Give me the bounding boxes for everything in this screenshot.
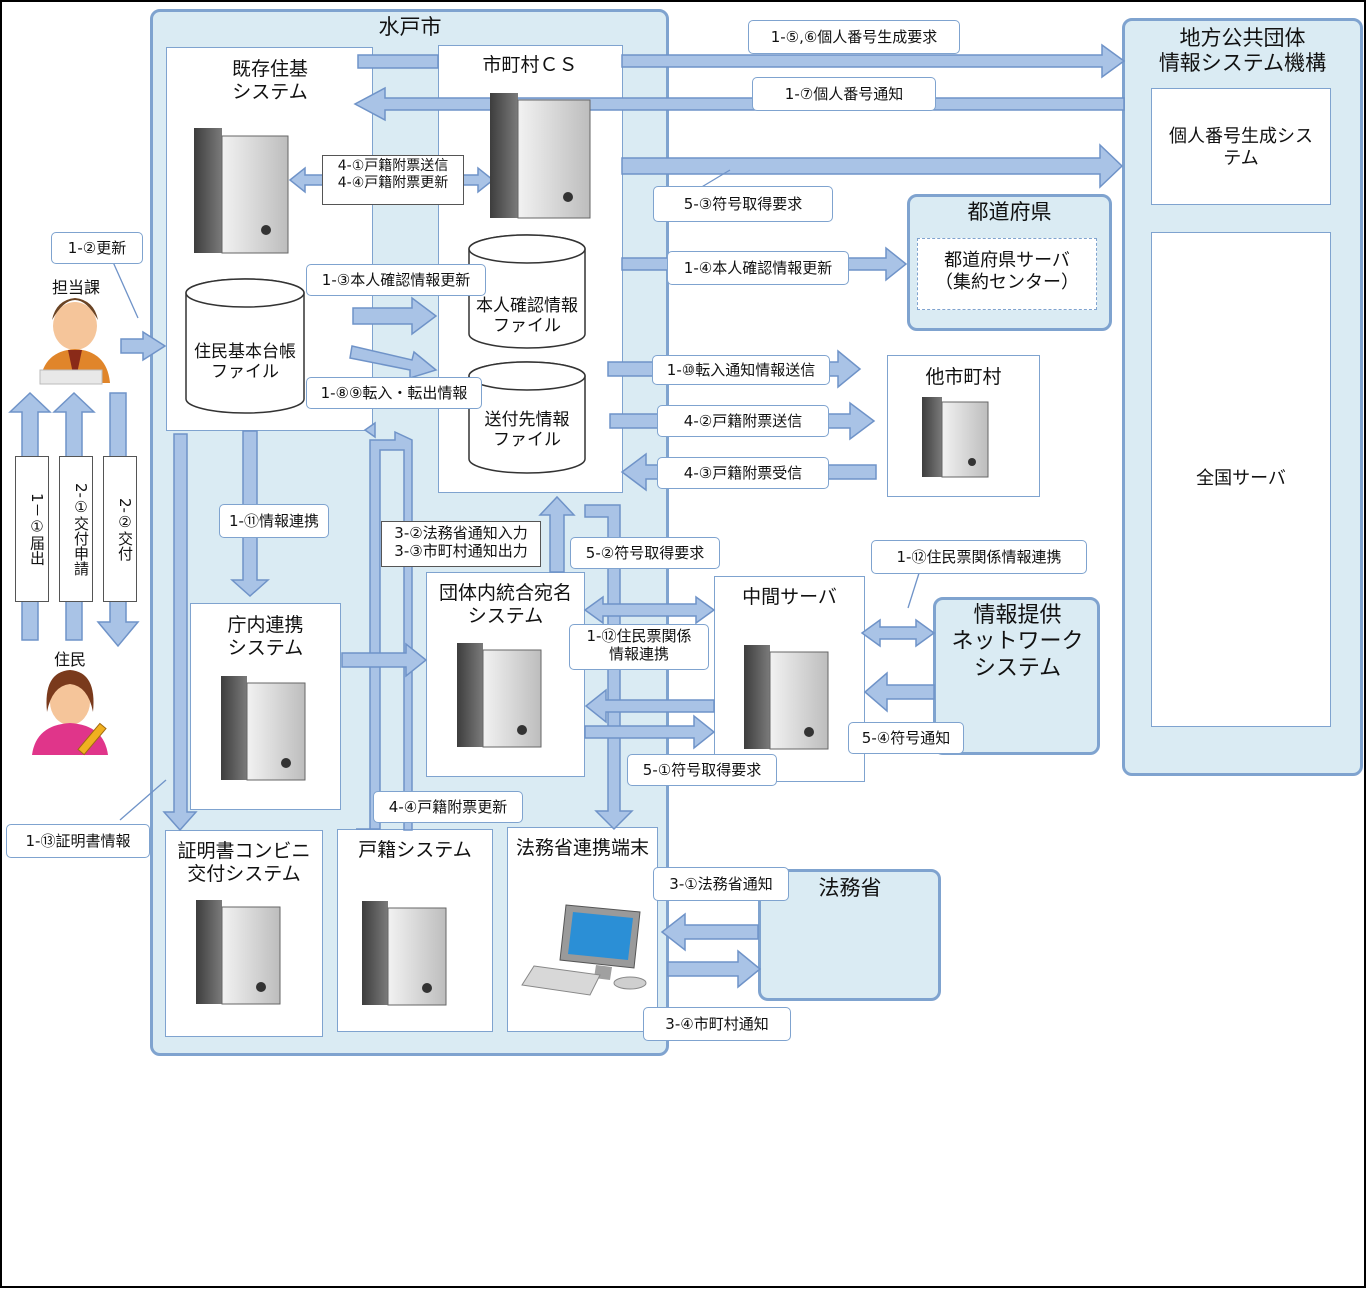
server-icon-cs	[490, 93, 591, 219]
server-icon-atena	[457, 643, 542, 748]
label-f1-12-top: 1-⑫住民票関係情報連携	[871, 540, 1087, 574]
server-icon-jyuki	[194, 128, 289, 254]
label-f1-4: 1-④本人確認情報更新	[667, 251, 849, 285]
pc-icon-moj-terminal	[521, 904, 647, 996]
label-f3-4: 3-④市町村通知	[643, 1007, 791, 1041]
server-icon-koseki	[362, 901, 447, 1006]
koseki-title: 戸籍システム	[358, 839, 472, 861]
server-icon-chukan	[744, 645, 829, 750]
pointer-1-13	[119, 779, 167, 821]
server-icon-other-muni	[922, 397, 989, 478]
chonai-title: 庁内連携 システム	[227, 614, 304, 659]
server-icon-chonai	[221, 676, 306, 781]
arrow-jlis-to-cs	[353, 86, 1125, 122]
box-id-gen	[1151, 88, 1331, 205]
arrow-cs-to-jlis-1	[621, 43, 1126, 79]
atena-title: 団体内統合宛名 システム	[438, 582, 572, 627]
resident-person-icon	[32, 670, 108, 756]
conveni-title: 証明書コンビニ 交付システム	[177, 840, 311, 885]
pointer-5-3	[699, 169, 731, 189]
region-jlis-title: 地方公共団体 情報システム機構	[1158, 26, 1327, 76]
jyuki-title: 既存住基 システム	[231, 58, 308, 103]
id-gen-title: 個人番号生成シス テム	[1169, 126, 1313, 169]
label-f4-3: 4-③戸籍附票受信	[657, 457, 829, 489]
label-f1-12-mid: 1-⑫住民票関係 情報連携	[569, 624, 709, 670]
arrow-jyuki-down-conveni	[162, 433, 198, 832]
box-pref-server	[917, 238, 1097, 310]
resident-label: 住民	[53, 650, 86, 669]
label-f1-7: 1-⑦個人番号通知	[752, 77, 936, 111]
server-icon-conveni	[196, 900, 281, 1005]
label-f1-11: 1-⑪情報連携	[219, 504, 329, 538]
label-f4-4: 4-④戸籍附票更新	[373, 791, 523, 823]
label-f5-2: 5-②符号取得要求	[570, 537, 720, 569]
staff-label: 担当課	[51, 278, 100, 297]
pointer-1-12	[907, 569, 921, 609]
arrow-net-to-chukan	[863, 671, 935, 713]
region-moj-title: 法務省	[818, 876, 882, 900]
label-f4-1-4: 4-①戸籍附票送信 4-④戸籍附票更新	[322, 155, 464, 205]
region-pref-title: 都道府県	[967, 200, 1052, 224]
arrow-chonai-to-atena	[341, 642, 428, 678]
arrow-staff-to-jyuki	[120, 330, 167, 362]
moj-terminal-title: 法務省連携端末	[515, 837, 649, 859]
arrow-jyuki-to-honnin	[352, 296, 438, 336]
label-f1-13: 1-⑬証明書情報	[6, 824, 150, 858]
other-muni-title: 他市町村	[925, 366, 1002, 388]
arrow-koseki-up	[356, 430, 413, 831]
arrow-cs-to-jlis-2	[621, 143, 1124, 189]
arrow-bidir-chukan-net	[860, 618, 936, 648]
netsys-title: 情報提供 ネットワーク システム	[951, 603, 1084, 681]
label-v-2-1: 2-①交付申請	[59, 456, 93, 602]
jyumin-file-label: 住民基本台帳 ファイル	[194, 342, 296, 383]
label-f1-2: 1-②更新	[51, 232, 143, 264]
arrow-chukan-to-atena	[584, 688, 715, 724]
box-national	[1151, 232, 1331, 727]
label-f5-1: 5-①符号取得要求	[627, 754, 777, 786]
cs-title: 市町村ＣＳ	[482, 54, 578, 76]
label-f1-5-6: 1-⑤,⑥個人番号生成要求	[748, 20, 960, 54]
arrow-atena-up	[538, 495, 576, 573]
arrow-terminal-to-moj	[667, 949, 762, 989]
label-v-1-1: 1－①届出	[15, 456, 49, 602]
label-f5-4: 5-④符号通知	[848, 722, 964, 754]
pref-server-title: 都道府県サーバ （集約センター）	[935, 250, 1079, 293]
label-f4-2: 4-②戸籍附票送信	[657, 405, 829, 437]
arrow-moj-to-terminal	[660, 912, 759, 952]
arrow-bidir-atena-chukan	[583, 595, 716, 625]
region-mito-title: 水戸市	[378, 15, 442, 39]
national-title: 全国サーバ	[1196, 468, 1286, 489]
arrow-koseki-to-jyuki	[363, 421, 376, 439]
sofu-file-label: 送付先情報 ファイル	[484, 410, 570, 451]
arrow-atena-to-chukan	[584, 714, 716, 750]
label-f1-10: 1-⑩転入通知情報送信	[652, 355, 830, 385]
arrow-jyuki-to-sofu	[349, 345, 438, 380]
label-f1-3: 1-③本人確認情報更新	[306, 264, 486, 296]
label-f1-8-9: 1-⑧⑨転入・転出情報	[306, 377, 482, 409]
label-f5-3: 5-③符号取得要求	[653, 186, 833, 222]
pointer-1-2	[112, 261, 139, 319]
staff-person-icon	[39, 298, 110, 385]
label-f3-2-3: 3-②法務省通知入力 3-③市町村通知出力	[381, 521, 541, 567]
honnin-file-label: 本人確認情報 ファイル	[476, 296, 578, 337]
label-v-2-2: 2-②交付	[103, 456, 137, 602]
label-f3-1: 3-①法務省通知	[653, 867, 789, 901]
chukan-title: 中間サーバ	[742, 586, 837, 608]
arrow-jyuki-to-cs-top	[357, 54, 439, 69]
